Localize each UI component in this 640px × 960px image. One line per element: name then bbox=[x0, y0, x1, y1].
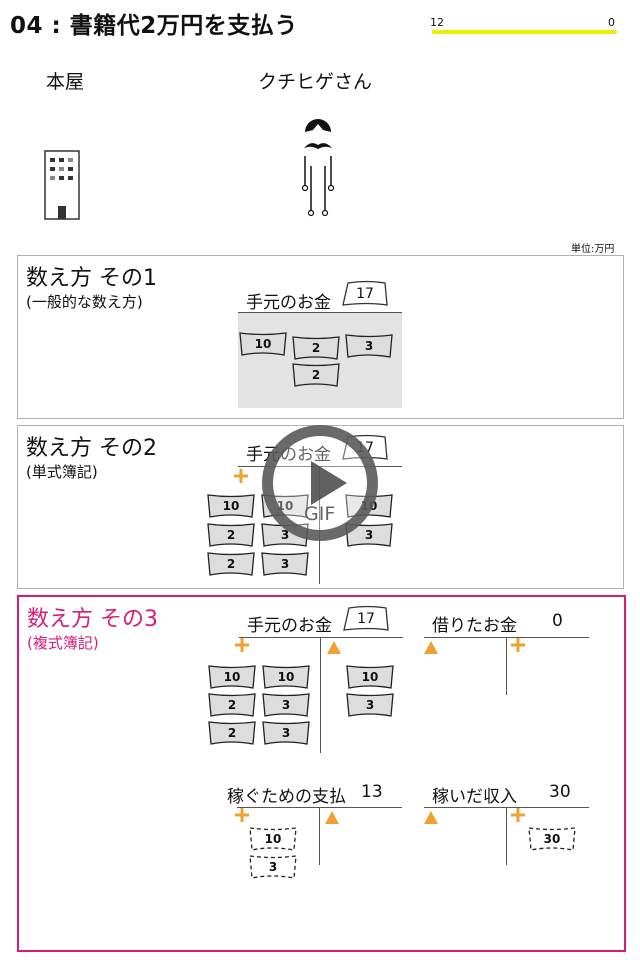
bill-value: 2 bbox=[311, 368, 321, 382]
bill: 3 bbox=[345, 691, 395, 719]
bill-value: 2 bbox=[226, 528, 236, 542]
bill: 10 bbox=[261, 663, 311, 691]
bills-area bbox=[238, 313, 402, 408]
account-balance-tag: 17 bbox=[340, 280, 390, 308]
bill: 2 bbox=[207, 691, 257, 719]
progress-bar bbox=[432, 30, 617, 34]
dashed-bill: 30 bbox=[527, 825, 577, 853]
unit-label: 単位:万円 bbox=[571, 244, 615, 255]
bill: 10 bbox=[238, 330, 288, 358]
bill: 2 bbox=[207, 719, 257, 747]
progress-start-value: 12 bbox=[430, 16, 444, 29]
bill-value: 10 bbox=[277, 670, 295, 684]
income-account-label: 稼いだ収入 bbox=[432, 787, 517, 807]
bill: 3 bbox=[344, 521, 394, 549]
bill: 2 bbox=[291, 361, 341, 389]
building-icon bbox=[44, 150, 80, 220]
bill-value: 30 bbox=[543, 832, 561, 846]
minus-triangle-icon bbox=[424, 811, 438, 824]
progress-end-value: 0 bbox=[608, 16, 615, 29]
gif-label: GIF bbox=[304, 503, 336, 525]
plus-icon bbox=[235, 638, 249, 652]
t-account-center-line bbox=[319, 807, 320, 865]
bill-value: 3 bbox=[281, 698, 291, 712]
bill: 2 bbox=[206, 550, 256, 578]
minus-triangle-icon bbox=[424, 641, 438, 654]
income-account-value: 30 bbox=[549, 782, 571, 802]
bill: 3 bbox=[261, 719, 311, 747]
panel-title: 数え方 その1 bbox=[26, 266, 157, 291]
account-balance-value: 17 bbox=[356, 286, 374, 302]
plus-icon bbox=[235, 808, 249, 822]
expenses-account-label: 稼ぐための支払 bbox=[227, 787, 346, 807]
panel-subtitle: (複式簿記) bbox=[27, 634, 99, 652]
bill-value: 10 bbox=[222, 499, 240, 513]
t-account-top-line bbox=[239, 637, 403, 638]
bill-value: 2 bbox=[226, 557, 236, 571]
t-account-center-line bbox=[506, 637, 507, 695]
cash-account-label: 手元のお金 bbox=[247, 616, 332, 636]
expenses-account-value: 13 bbox=[361, 782, 383, 802]
bill-value: 3 bbox=[280, 557, 290, 571]
account-balance-tag: 17 bbox=[341, 605, 391, 633]
plus-icon bbox=[234, 469, 248, 483]
bill: 10 bbox=[207, 663, 257, 691]
minus-triangle-icon bbox=[325, 811, 339, 824]
bill-value: 3 bbox=[364, 528, 374, 542]
bill-value: 3 bbox=[268, 860, 278, 874]
t-account-center-line bbox=[320, 637, 321, 753]
account-divider bbox=[238, 312, 402, 313]
panel-title: 数え方 その2 bbox=[26, 436, 157, 461]
panel-title: 数え方 その3 bbox=[27, 607, 158, 632]
mustache-person-icon bbox=[297, 110, 339, 220]
panel-subtitle: (単式簿記) bbox=[26, 463, 98, 481]
panel-subtitle: (一般的な数え方) bbox=[26, 293, 143, 311]
bill-value: 10 bbox=[264, 832, 282, 846]
bill: 3 bbox=[261, 691, 311, 719]
bill-value: 2 bbox=[227, 726, 237, 740]
bill-value: 10 bbox=[361, 670, 379, 684]
cash-account-label: 手元のお金 bbox=[246, 293, 331, 313]
page-title: 04 : 書籍代2万円を支払う bbox=[10, 13, 298, 39]
dashed-bill: 3 bbox=[248, 853, 298, 881]
bill: 3 bbox=[344, 332, 394, 360]
bill: 3 bbox=[260, 550, 310, 578]
bill-value: 2 bbox=[227, 698, 237, 712]
borrowed-account-value: 0 bbox=[552, 611, 563, 631]
bill-value: 2 bbox=[311, 341, 321, 355]
t-account-center-line bbox=[506, 807, 507, 865]
play-arrow bbox=[311, 461, 347, 505]
bill: 10 bbox=[206, 492, 256, 520]
dashed-bill: 10 bbox=[248, 825, 298, 853]
bill-value: 10 bbox=[223, 670, 241, 684]
minus-triangle-icon bbox=[327, 641, 341, 654]
customer-label: クチヒゲさん bbox=[258, 71, 373, 93]
bill: 10 bbox=[345, 663, 395, 691]
play-icon[interactable] bbox=[262, 425, 378, 541]
plus-icon bbox=[511, 808, 525, 822]
plus-icon bbox=[511, 638, 525, 652]
panel-method-3: 数え方 その3 (複式簿記) 手元のお金 17 10 10 2 3 2 3 10… bbox=[17, 595, 626, 952]
account-balance-value: 17 bbox=[357, 611, 375, 627]
bill-value: 10 bbox=[254, 337, 272, 351]
bill-value: 3 bbox=[365, 698, 375, 712]
bill-value: 3 bbox=[280, 528, 290, 542]
bill: 2 bbox=[206, 521, 256, 549]
borrowed-account-label: 借りたお金 bbox=[432, 616, 517, 636]
panel-method-1: 数え方 その1 (一般的な数え方) 手元のお金 17 10 2 3 2 bbox=[17, 255, 624, 419]
bill: 2 bbox=[291, 334, 341, 362]
bookstore-label: 本屋 bbox=[46, 71, 85, 93]
bill-value: 3 bbox=[364, 339, 374, 353]
bill-value: 3 bbox=[281, 726, 291, 740]
